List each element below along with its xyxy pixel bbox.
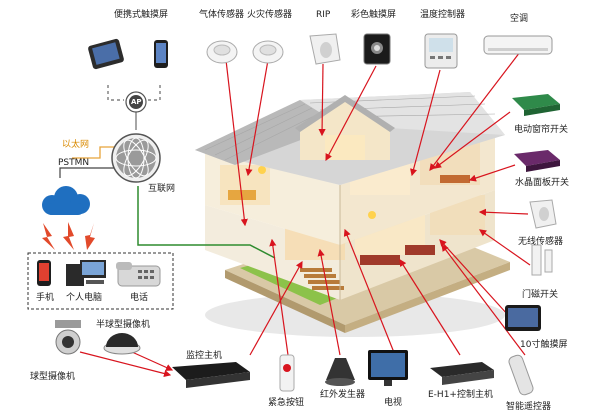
link-eh1: [399, 258, 461, 356]
dome-camera-label: 球型摄像机: [30, 372, 76, 382]
color-touchscreen-label: 彩色触摸屏: [351, 10, 397, 20]
portable-touchscreen-label: 便携式触摸屏: [114, 10, 169, 20]
ir-emitter-icon: [325, 358, 355, 386]
link-color-touch: [325, 65, 377, 162]
link-fire-sensor: [245, 59, 269, 177]
link-monitor: [249, 260, 303, 356]
telephone-icon: [116, 262, 161, 287]
phone-label: 电话: [130, 293, 149, 303]
touchscreen-10inch-label: 10寸触摸屏: [520, 340, 568, 350]
curtain-switch-label: 电动窗帘开关: [514, 125, 569, 135]
pstmn-label: PSTMN: [58, 158, 90, 168]
link-thermostat: [410, 69, 441, 177]
door-sensor-label: 门磁开关: [522, 290, 559, 300]
house-illustration: [195, 92, 510, 337]
eh1-host-icon: [430, 362, 494, 385]
wireless-sensor-label: 无线传感器: [518, 237, 564, 247]
crystal-panel-label: 水晶面板开关: [515, 178, 570, 188]
remote-control-label: 智能遥控器: [506, 402, 552, 412]
pc-label: 个人电脑: [66, 293, 103, 303]
ap-label: AP: [131, 98, 142, 106]
link-door-sensor: [479, 229, 531, 266]
monitor-host-label: 监控主机: [186, 351, 223, 361]
eh1-host-label: E-H1+控制主机: [428, 390, 493, 400]
crystal-panel-icon: [514, 150, 560, 172]
link-curtain: [434, 111, 511, 169]
mobile-phone-icon: [37, 260, 51, 286]
tv-label: 电视: [384, 398, 403, 408]
gas-sensor-label: 气体传感器: [199, 10, 245, 20]
link-half-dome: [131, 351, 174, 371]
remote-control-icon: [508, 354, 534, 396]
internet-globe-icon: [111, 133, 161, 183]
ethernet-label: 以太网: [62, 140, 90, 150]
link-aircon: [429, 51, 521, 171]
tv-icon: [368, 350, 408, 386]
thermostat-label: 温度控制器: [420, 10, 466, 20]
gas-sensor-icon: [206, 40, 238, 64]
link-wireless-sensor: [478, 208, 529, 216]
wireless-sensor-icon: [529, 199, 557, 229]
ir-emitter-label: 红外发生器: [320, 390, 366, 400]
client-devices-box: [27, 252, 174, 310]
link-ir: [317, 248, 341, 356]
link-rip: [318, 63, 326, 137]
pstmn-link: [59, 167, 122, 178]
half-dome-camera-label: 半球型摄像机: [96, 320, 151, 330]
cloud-icon: [42, 186, 90, 215]
fire-sensor-label: 火灾传感器: [247, 10, 293, 20]
thermostat-icon: [424, 33, 458, 69]
link-crystal: [468, 164, 516, 182]
smartphone-icon: [154, 40, 168, 68]
link-remote: [441, 244, 526, 356]
internet-house-link: [137, 186, 276, 259]
mobile-label: 手机: [36, 293, 55, 303]
air-conditioner-icon: [483, 35, 553, 55]
ethernet-link: [72, 146, 120, 159]
rip-sensor-icon: [309, 33, 341, 65]
emergency-button-label: 紧急按钮: [268, 398, 305, 408]
fire-sensor-icon: [252, 40, 284, 64]
access-point-icon: [125, 91, 147, 113]
internet-label: 互联网: [148, 184, 176, 194]
pc-icon: [66, 260, 106, 286]
rip-label: RIP: [316, 10, 331, 20]
touchscreen-10inch-icon: [505, 305, 541, 331]
portable-wireless-link: [107, 85, 161, 101]
link-gas-sensor: [225, 59, 248, 227]
link-10inch: [439, 239, 509, 316]
door-sensor-icon: [531, 244, 553, 276]
emergency-button-icon: [279, 354, 295, 392]
curtain-switch-icon: [512, 94, 560, 116]
monitor-host-icon: [172, 362, 250, 388]
air-conditioner-label: 空调: [510, 14, 529, 24]
wireless-signals: [42, 222, 95, 250]
link-dome-camera: [79, 351, 172, 378]
tablet-icon: [88, 38, 124, 70]
half-dome-camera-icon: [103, 333, 141, 355]
dome-camera-icon: [55, 320, 81, 355]
link-emergency: [269, 238, 289, 356]
color-touchscreen-icon: [363, 33, 391, 65]
link-tv: [343, 228, 396, 356]
